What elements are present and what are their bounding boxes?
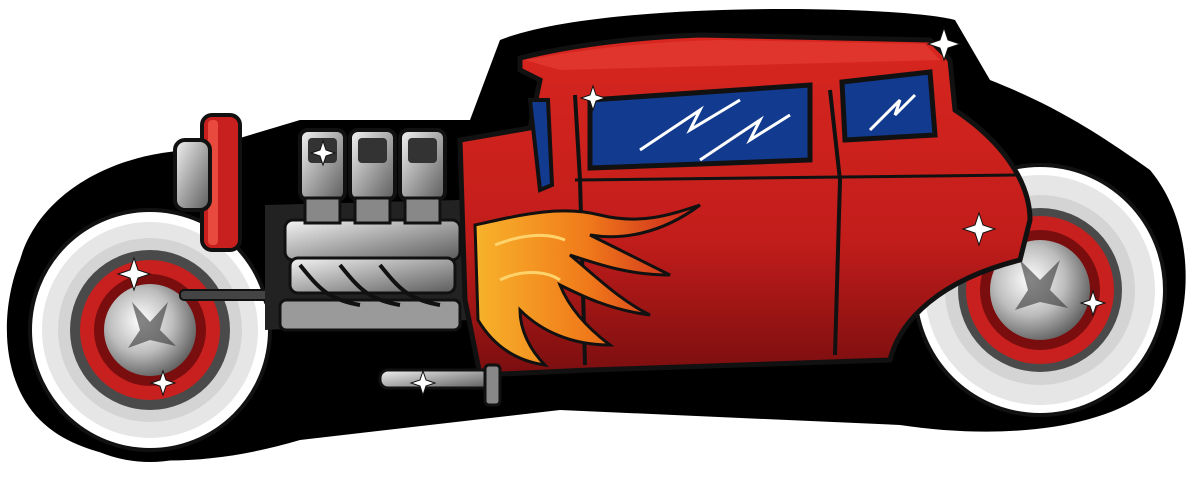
side-window-front (587, 82, 813, 171)
engine (265, 200, 470, 332)
intake-stacks (298, 128, 447, 225)
sparkles (116, 26, 1107, 397)
windshield (527, 98, 555, 193)
side-window-rear (839, 69, 938, 143)
radiator (173, 113, 242, 252)
flame-paint (473, 203, 701, 368)
front-wheel (18, 198, 282, 462)
side-exhaust (378, 363, 502, 407)
exhaust-headers (298, 263, 441, 307)
windows (527, 69, 938, 193)
